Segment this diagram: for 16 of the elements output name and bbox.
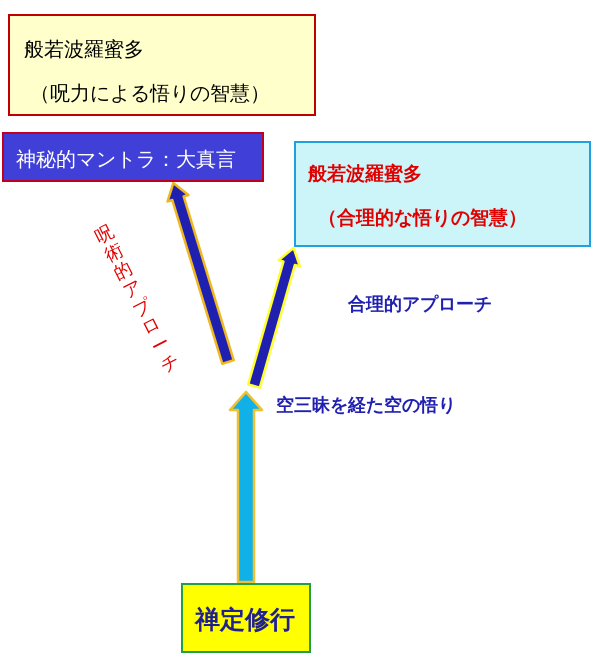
box-heading: 神秘的マントラ：大真言 xyxy=(16,146,236,173)
edge-label: 呪術的アプローチ xyxy=(92,222,184,378)
box-heading: 般若波羅蜜多 xyxy=(308,162,422,187)
box-text: （呪力による悟りの智慧） xyxy=(30,80,270,107)
box-heading: 般若波羅蜜多 xyxy=(24,36,144,63)
text-box xyxy=(294,141,591,247)
arrow xyxy=(166,182,235,366)
box-heading: 禅定修行 xyxy=(195,604,295,636)
edge-label: 合理的アプローチ xyxy=(348,293,492,316)
box-text: （合理的な悟りの智慧） xyxy=(318,206,527,231)
arrow xyxy=(228,390,264,584)
arrow xyxy=(246,246,302,389)
text-box xyxy=(181,583,311,653)
title-box xyxy=(2,132,264,182)
edge-label: 空三昧を経た空の悟り xyxy=(276,394,456,417)
text-box xyxy=(8,14,316,116)
